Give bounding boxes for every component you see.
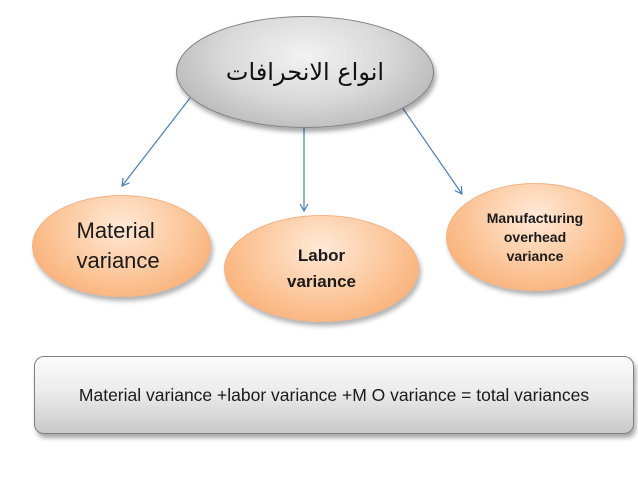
labor-variance-node: Labor variance [224, 215, 419, 322]
labor-variance-line-2: variance [287, 271, 356, 291]
manufacturing-overhead-variance-label: Manufacturing overhead variance [475, 209, 595, 266]
material-variance-node: Material variance [32, 195, 211, 297]
manufacturing-overhead-line-3: variance [506, 247, 564, 264]
manufacturing-overhead-variance-node: Manufacturing overhead variance [446, 183, 624, 291]
root-node-label: انواع الانحرافات [225, 58, 385, 86]
material-variance-label: Material variance [77, 216, 167, 276]
total-variance-formula-box: Material variance +labor variance +M O v… [34, 356, 634, 434]
labor-variance-line-1: Labor [297, 245, 346, 265]
labor-variance-label: Labor variance [282, 243, 362, 295]
material-variance-line-1: Material [76, 218, 155, 243]
root-node: انواع الانحرافات [176, 16, 434, 128]
total-variance-formula: Material variance +labor variance +M O v… [78, 384, 590, 405]
manufacturing-overhead-line-1: Manufacturing [486, 209, 584, 226]
arrow-to-material [121, 97, 191, 187]
manufacturing-overhead-line-2: overhead [503, 228, 567, 245]
arrow-to-manufacturing [394, 96, 463, 195]
material-variance-line-2: variance [76, 248, 160, 273]
